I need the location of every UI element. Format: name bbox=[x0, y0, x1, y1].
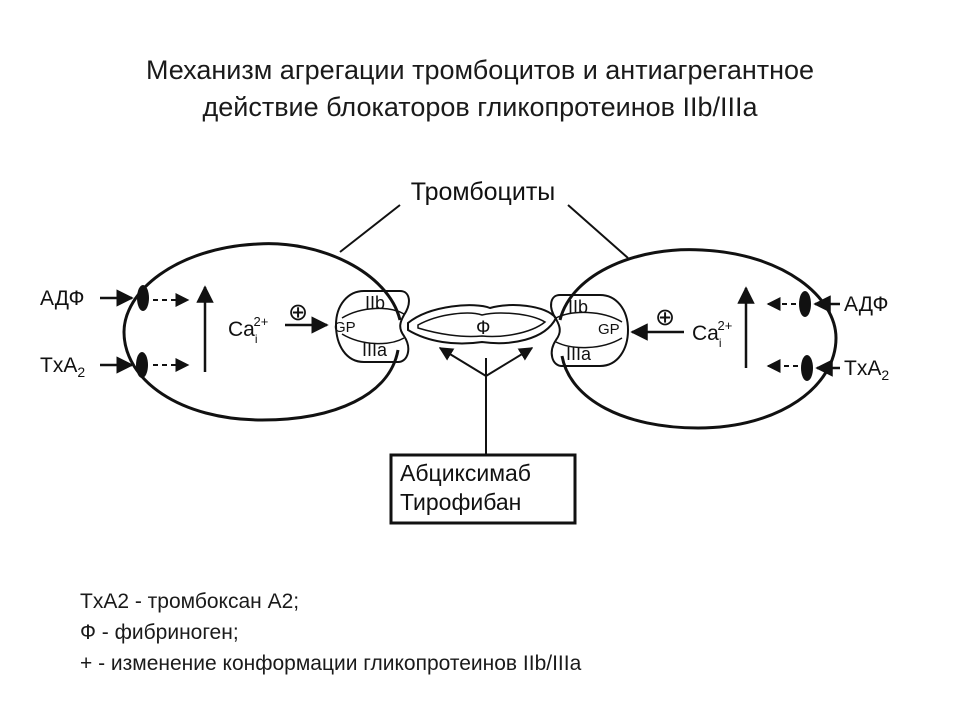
left-txa2-receptor bbox=[136, 352, 148, 378]
title-line-2: действие блокаторов гликопротеинов IIb/I… bbox=[202, 92, 758, 122]
legend-item-plus: + - изменение конформации гликопротеинов… bbox=[80, 652, 582, 675]
right-iiia-label: IIIa bbox=[566, 344, 592, 364]
right-txa2-label: TxA2 bbox=[844, 357, 889, 383]
right-plus-icon: ⊕ bbox=[655, 304, 675, 331]
drug-box bbox=[389, 453, 577, 525]
right-adp-label: АДФ bbox=[844, 293, 888, 316]
left-platelet bbox=[100, 242, 410, 422]
drug-name-2: Тирофибан bbox=[400, 489, 521, 515]
left-iib-label: IIb bbox=[365, 293, 385, 313]
right-adp-receptor bbox=[799, 291, 811, 317]
drug-block-arrow-right bbox=[485, 347, 534, 377]
left-txa2-label: TxA2 bbox=[40, 354, 85, 380]
drug-block-arrow-left bbox=[438, 347, 487, 377]
left-iiia-boundary bbox=[341, 333, 405, 345]
right-txa2-receptor bbox=[801, 355, 813, 381]
left-gp-label: GP bbox=[334, 319, 356, 336]
platelets-pointer-left bbox=[339, 204, 401, 253]
left-adp-label: АДФ bbox=[40, 287, 84, 310]
legend-item-txa2: TxA2 - тромбоксан A2; bbox=[80, 590, 300, 613]
right-iib-boundary bbox=[555, 311, 623, 323]
left-ca-label: Cai2+ bbox=[228, 314, 268, 346]
left-plus-icon: ⊕ bbox=[288, 299, 308, 326]
platelets-label: Тромбоциты bbox=[411, 178, 556, 206]
fibrinogen-inner bbox=[417, 312, 547, 338]
fibrinogen-label: Ф bbox=[476, 318, 490, 339]
legend-item-fibrinogen: Ф - фибриноген; bbox=[80, 621, 239, 644]
right-iib-label: IIb bbox=[568, 297, 588, 317]
left-platelet-membrane bbox=[122, 242, 402, 422]
title-line-1: Механизм агрегации тромбоцитов и антиагр… bbox=[145, 55, 815, 85]
left-iiia-label: IIIa bbox=[362, 340, 388, 360]
right-ca-label: Cai2+ bbox=[692, 318, 732, 350]
fibrinogen-shape bbox=[407, 304, 558, 345]
page-title: Механизм агрегации тромбоцитов и антиагр… bbox=[0, 52, 960, 126]
platelets-pointer-right bbox=[567, 204, 629, 259]
right-gp-label: GP bbox=[598, 321, 620, 338]
right-gp-complex bbox=[550, 294, 630, 367]
right-iiia-boundary bbox=[555, 337, 623, 349]
legend: TxA2 - тромбоксан A2; Ф - фибриноген; + … bbox=[80, 586, 581, 679]
left-iib-boundary bbox=[341, 307, 405, 319]
left-adp-receptor bbox=[137, 285, 149, 311]
left-gp-complex bbox=[334, 290, 410, 363]
right-platelet-membrane bbox=[558, 248, 838, 430]
right-platelet bbox=[550, 248, 840, 430]
drug-name-1: Абциксимаб bbox=[400, 460, 531, 486]
